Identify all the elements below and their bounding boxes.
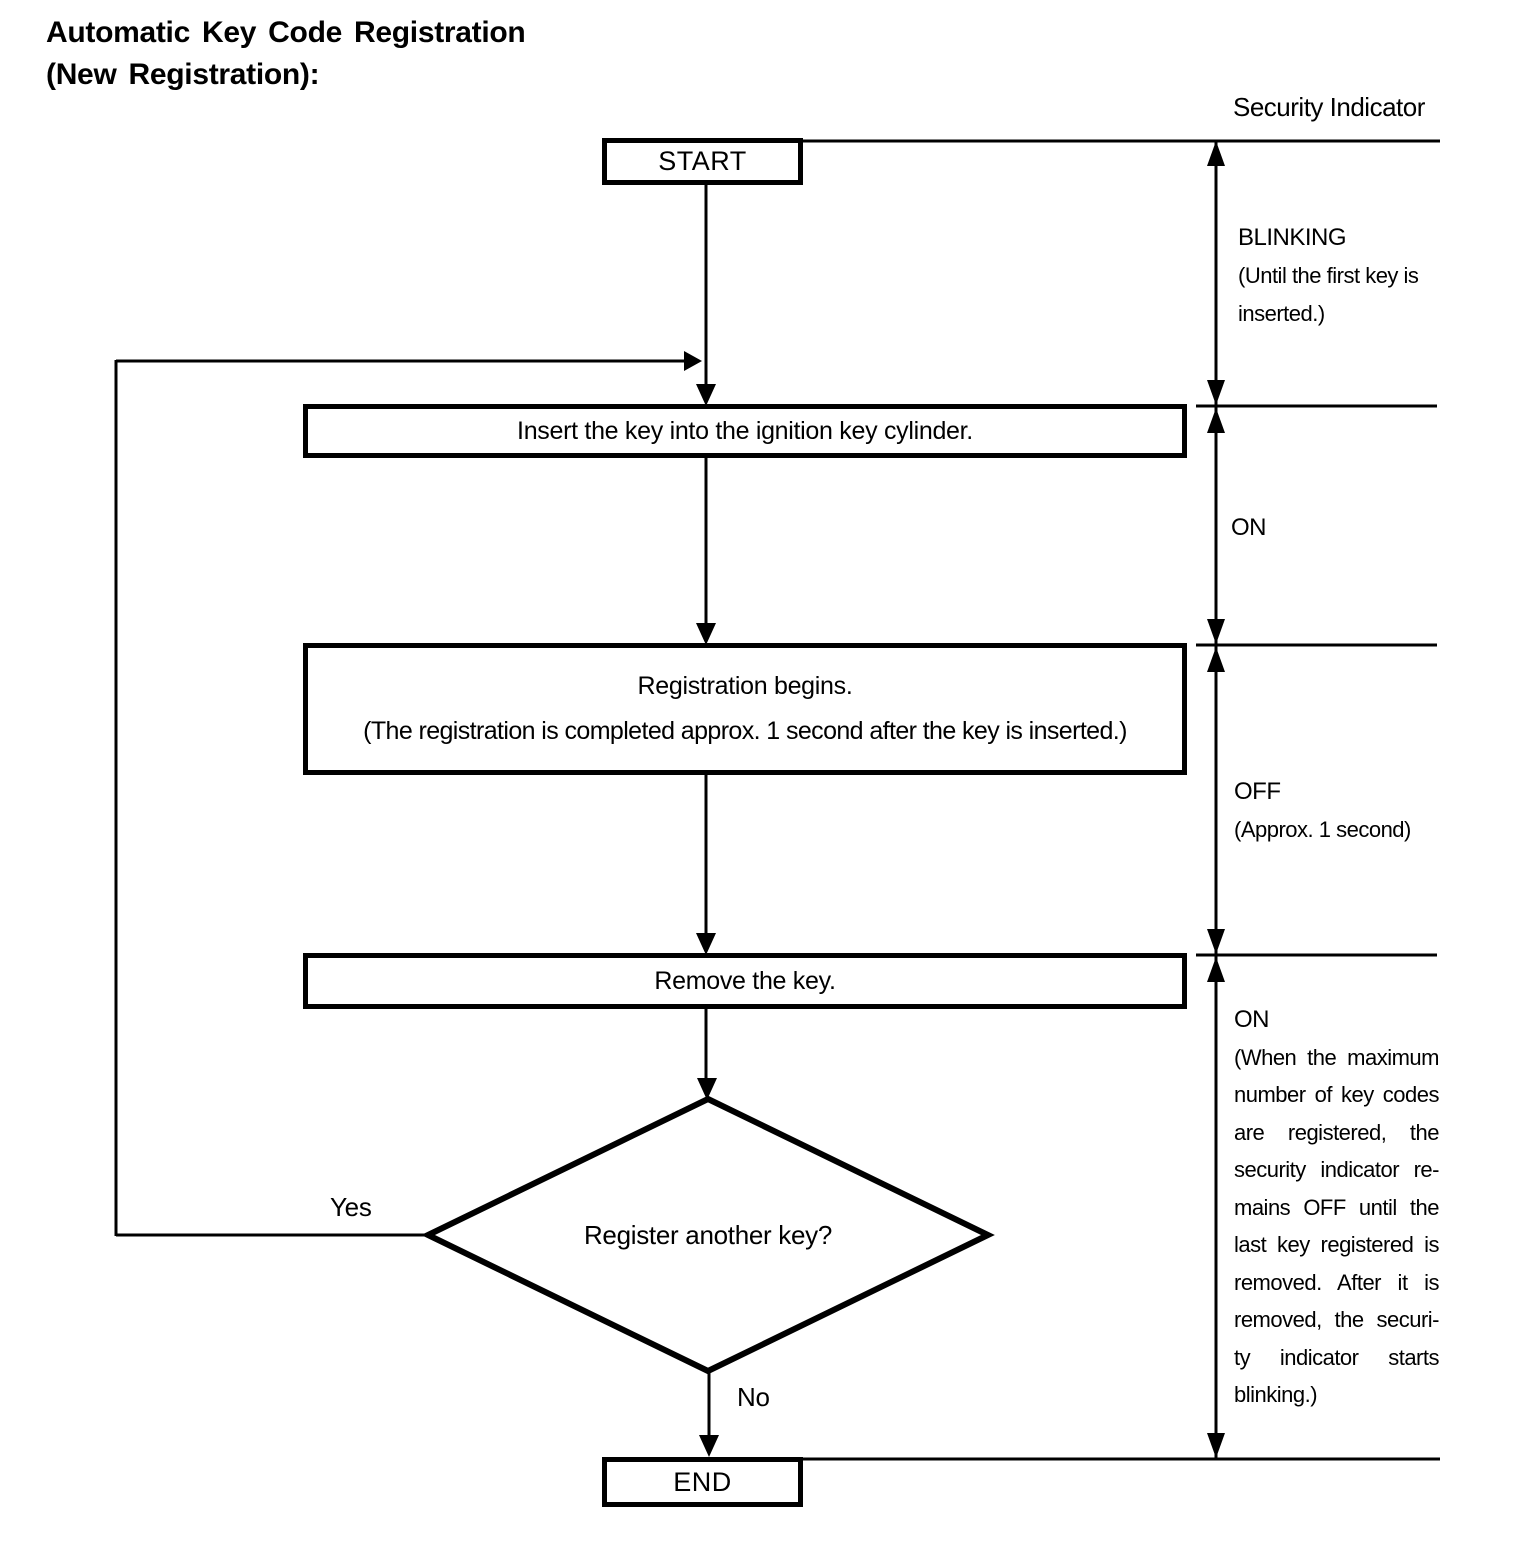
- state-off-label: OFF: [1234, 778, 1281, 805]
- step-registration-line1: Registration begins.: [637, 672, 853, 700]
- arrow-down-icon: [1207, 380, 1225, 405]
- security-indicator-header: Security Indicator: [1233, 92, 1425, 122]
- arrowhead-icon: [696, 623, 716, 645]
- state-on-2: ON (When the maximum number of key codes…: [1234, 1001, 1442, 1414]
- page-title: Automatic Key Code Registration (New Reg…: [46, 12, 526, 96]
- state-on-2-note6: last key registered is: [1234, 1232, 1440, 1257]
- arrow-down-icon: [1207, 619, 1225, 644]
- state-blinking-note1: (Until the first key is: [1238, 263, 1419, 288]
- state-on-2-note3: are registered, the: [1234, 1119, 1440, 1145]
- arrow-up-icon: [1207, 141, 1225, 166]
- state-on-2-note9: ty indicator starts: [1234, 1344, 1440, 1370]
- arrowhead-icon: [696, 933, 716, 955]
- arrow-up-icon: [1207, 957, 1225, 982]
- state-on-2-note10: blinking.): [1234, 1382, 1318, 1407]
- arrow-up-icon: [1207, 647, 1225, 672]
- page-title-line2: (New Registration):: [46, 58, 320, 91]
- decision-label: Register another key?: [583, 1220, 833, 1250]
- arrowhead-icon: [699, 1435, 719, 1457]
- arrow-up-icon: [1207, 408, 1225, 433]
- page-title-line1: Automatic Key Code Registration: [46, 16, 526, 49]
- arrow-down-icon: [1207, 1433, 1225, 1458]
- arrowhead-icon: [697, 1078, 717, 1100]
- state-on-1: ON: [1231, 509, 1439, 547]
- step-remove-key: Remove the key.: [303, 953, 1187, 1009]
- arrowhead-icon: [696, 384, 716, 406]
- edge-label-yes: Yes: [330, 1192, 372, 1222]
- step-registration-line2: (The registration is completed approx. 1…: [363, 717, 1127, 745]
- state-blinking-label: BLINKING: [1238, 224, 1347, 251]
- state-blinking-note2: inserted.): [1238, 301, 1325, 326]
- state-off-note1: (Approx. 1 second): [1234, 817, 1411, 842]
- state-off: OFF (Approx. 1 second): [1234, 773, 1442, 849]
- state-on-1-label: ON: [1231, 514, 1267, 541]
- state-blinking: BLINKING (Until the first key is inserte…: [1238, 219, 1446, 333]
- state-on-2-note2: number of key codes: [1234, 1082, 1440, 1107]
- state-on-2-note5: mains OFF until the: [1234, 1194, 1440, 1220]
- step-insert-key: Insert the key into the ignition key cyl…: [303, 404, 1187, 458]
- end-node: END: [602, 1457, 803, 1507]
- arrow-down-icon: [1207, 929, 1225, 954]
- edge-label-no: No: [737, 1382, 770, 1412]
- state-on-2-label: ON: [1234, 1006, 1270, 1033]
- state-on-2-note7: removed. After it is: [1234, 1269, 1440, 1295]
- step-registration: Registration begins. (The registration i…: [303, 643, 1187, 775]
- arrowhead-icon: [684, 351, 702, 371]
- state-on-2-note8: removed, the securi-: [1234, 1307, 1440, 1332]
- start-node: START: [602, 138, 803, 185]
- state-on-2-note4: security indicator re-: [1234, 1157, 1440, 1182]
- state-on-2-note1: (When the maximum: [1234, 1044, 1440, 1070]
- decision-diamond: [421, 1095, 995, 1375]
